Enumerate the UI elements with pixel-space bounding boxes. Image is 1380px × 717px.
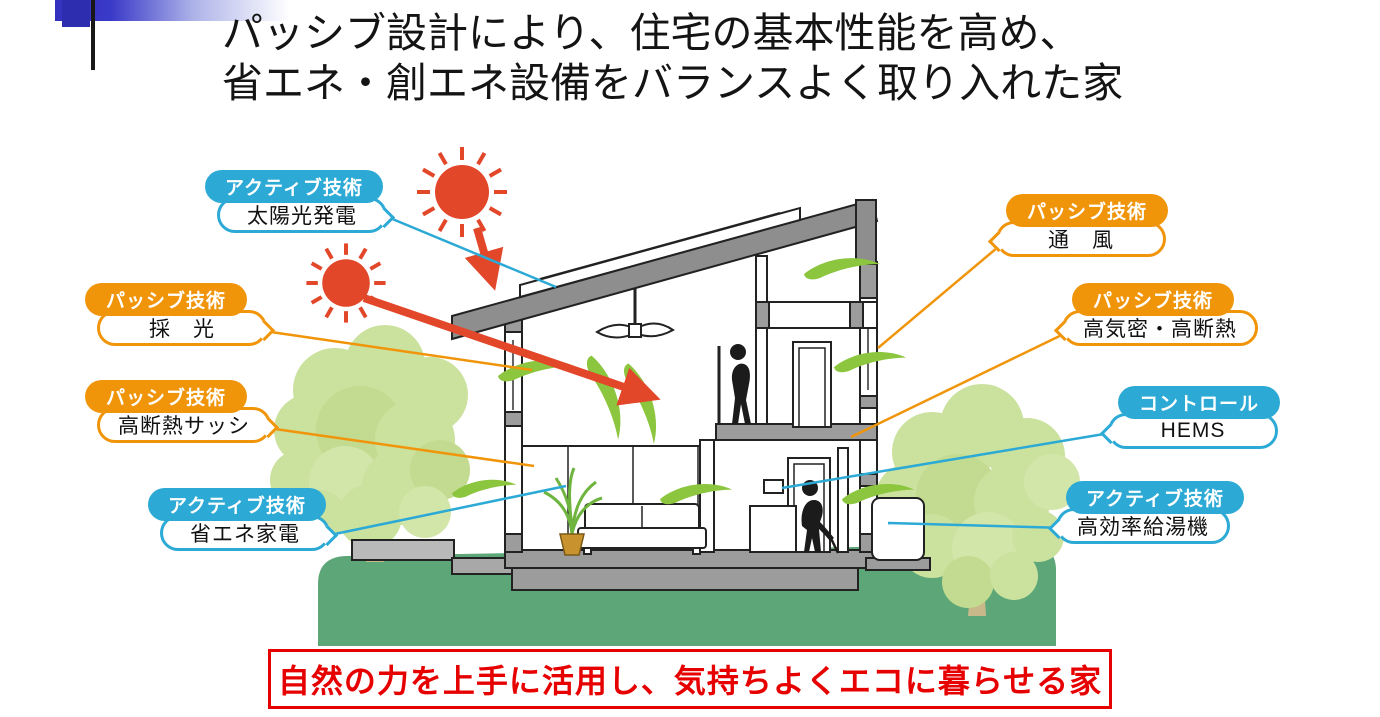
sunlight-arrows [362, 226, 661, 406]
person-silhouette [730, 344, 751, 424]
wind-swoosh-icon [660, 484, 733, 505]
connector-line-insulation [850, 329, 1071, 439]
callout-category-badge: パッシブ技術 [85, 380, 247, 413]
callout-airtight-insulation: パッシブ技術 高気密・高断熱 [1062, 283, 1258, 346]
sofa [577, 503, 707, 555]
tree-icon [270, 325, 470, 562]
connector-line-daylight [263, 329, 533, 372]
connector-line-waterheater [887, 521, 1067, 530]
hems-panel [763, 479, 784, 494]
callout-hems-control: コントロール HEMS [1108, 386, 1280, 449]
callout-category-badge: コントロール [1118, 386, 1280, 419]
callout-value-pill: HEMS [1108, 413, 1278, 449]
sun-icon [306, 243, 386, 323]
wind-swoosh-icon [622, 360, 661, 447]
corner-gradient-bar [55, 0, 310, 21]
callout-value-pill: 通 風 [996, 221, 1166, 257]
callout-insulated-sash: パッシブ技術 高断熱サッシ [85, 380, 271, 443]
callout-category-badge: パッシブ技術 [1072, 283, 1234, 316]
callout-category-badge: パッシブ技術 [85, 283, 247, 316]
slide-title-line2: 省エネ・創エネ設備をバランスよく取り入れた家 [222, 60, 1124, 106]
connector-line-solar [389, 216, 557, 289]
slide-title-line1: パッシブ設計により、住宅の基本性能を高め、 [222, 10, 1081, 56]
callout-category-badge: アクティブ技術 [205, 170, 383, 203]
water-heater-unit [865, 497, 931, 571]
sunlight-arrow [464, 226, 504, 291]
callout-value-pill: 高効率給湯機 [1056, 508, 1230, 544]
connector-line-hems [781, 430, 1117, 490]
connector-line-ventilation [877, 241, 1005, 349]
wind-swoosh-icon [585, 352, 625, 443]
slide-title: パッシブ設計により、住宅の基本性能を高め、 省エネ・創エネ設備をバランスよく取り… [222, 8, 1123, 108]
connector-line-sash [267, 426, 535, 468]
potted-plant-icon [543, 467, 603, 556]
footer-banner: 自然の力を上手に活用し、気持ちよくエコに暮らせる家 [268, 649, 1112, 709]
callout-category-badge: アクティブ技術 [1066, 481, 1244, 514]
connector-line-appliance [329, 484, 567, 537]
callout-category-badge: アクティブ技術 [148, 488, 326, 521]
corner-tick-line [91, 0, 95, 70]
callout-solar-power: アクティブ技術 太陽光発電 [205, 170, 387, 233]
callout-category-badge: パッシブ技術 [1006, 194, 1168, 227]
connector-lines [263, 216, 1117, 537]
sunlight-arrow [362, 294, 661, 406]
callout-energy-saving-appliances: アクティブ技術 省エネ家電 [148, 488, 330, 551]
callout-ventilation: パッシブ技術 通 風 [996, 194, 1168, 257]
callout-water-heater: アクティブ技術 高効率給湯機 [1056, 481, 1244, 544]
callout-daylighting: パッシブ技術 採 光 [85, 283, 267, 346]
sun-icon [417, 147, 507, 237]
ceiling-fan-icon [595, 288, 675, 339]
corner-blue-square [62, 0, 90, 27]
